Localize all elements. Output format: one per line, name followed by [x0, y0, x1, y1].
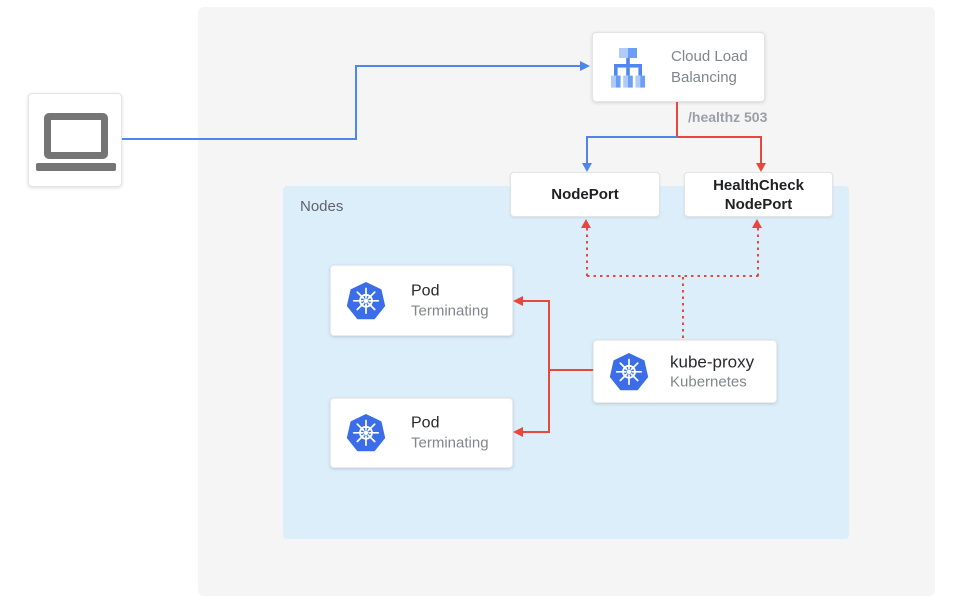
kube-proxy-node: kube-proxy Kubernetes: [593, 340, 777, 403]
pod-2-status: Terminating: [411, 434, 489, 452]
edge-dotted-to-healthcheck-v: [757, 228, 759, 276]
pod-1-title: Pod: [411, 282, 440, 299]
arrowhead-into-pod2: [513, 427, 523, 437]
kubernetes-icon: [346, 281, 386, 319]
edge-client-to-clb-h2: [355, 65, 581, 67]
cloud-load-balancing-icon: [611, 48, 645, 88]
arrowhead-dotted-into-healthcheck: [752, 219, 762, 228]
nodeport-node: NodePort: [510, 172, 660, 217]
arrowhead-into-healthcheck-nodeport: [756, 163, 766, 172]
healthcheck-label-line1: HealthCheck: [713, 176, 804, 194]
edge-to-pod1-h: [522, 300, 549, 302]
pod-2-title: Pod: [411, 414, 440, 432]
kubernetes-icon: [346, 414, 386, 452]
edge-blue-branch-h: [587, 136, 677, 138]
clb-label-line1: Cloud Load: [671, 48, 748, 65]
nodes-group-label: Nodes: [300, 198, 344, 215]
edge-kubeproxy-dotted-v: [682, 277, 684, 340]
cloud-load-balancing-label: Cloud Load Balancing: [671, 46, 748, 88]
kube-proxy-subtitle: Kubernetes: [670, 373, 747, 390]
edge-dotted-to-nodeport-v: [586, 228, 588, 276]
edge-kubeproxy-to-pods-v: [548, 300, 550, 433]
kube-proxy-text: kube-proxy Kubernetes: [670, 351, 754, 392]
healthcheck-nodeport-node: HealthCheck NodePort: [684, 172, 833, 217]
client-node: [28, 93, 122, 187]
arrowhead-into-pod1: [513, 296, 523, 306]
edge-to-pod2-h: [522, 431, 549, 433]
pod-1-text: Pod Terminating: [411, 280, 489, 321]
pod-1-status: Terminating: [411, 302, 489, 319]
edge-red-branch-h: [676, 136, 762, 138]
healthz-503-label: /healthz 503: [688, 109, 768, 125]
edge-client-to-clb-h1: [122, 138, 357, 140]
edge-client-to-clb-v: [355, 65, 357, 140]
edge-blue-to-nodeport-v: [586, 136, 588, 164]
edge-clb-down-v: [676, 102, 678, 138]
arrowhead-into-nodeport: [582, 163, 592, 172]
laptop-icon: [36, 113, 116, 171]
pod-node-1: Pod Terminating: [330, 265, 513, 336]
nodeport-label: NodePort: [551, 186, 619, 203]
arrowhead-dotted-into-nodeport: [581, 219, 591, 228]
healthcheck-nodeport-label: HealthCheck NodePort: [713, 176, 804, 214]
pod-node-2: Pod Terminating: [330, 398, 513, 468]
kube-proxy-title: kube-proxy: [670, 352, 755, 371]
edge-red-to-healthcheck-v: [760, 136, 762, 164]
pod-2-text: Pod Terminating: [411, 413, 489, 454]
clb-label-line2: Balancing: [671, 69, 737, 86]
kubernetes-icon: [609, 352, 649, 390]
edge-kubeproxy-dotted-h: [587, 275, 759, 277]
edge-kubeproxy-to-pods-h: [548, 369, 593, 371]
arrowhead-into-clb: [580, 61, 590, 71]
healthcheck-label-line2: NodePort: [724, 195, 793, 213]
cloud-load-balancing-node: Cloud Load Balancing: [592, 32, 765, 102]
